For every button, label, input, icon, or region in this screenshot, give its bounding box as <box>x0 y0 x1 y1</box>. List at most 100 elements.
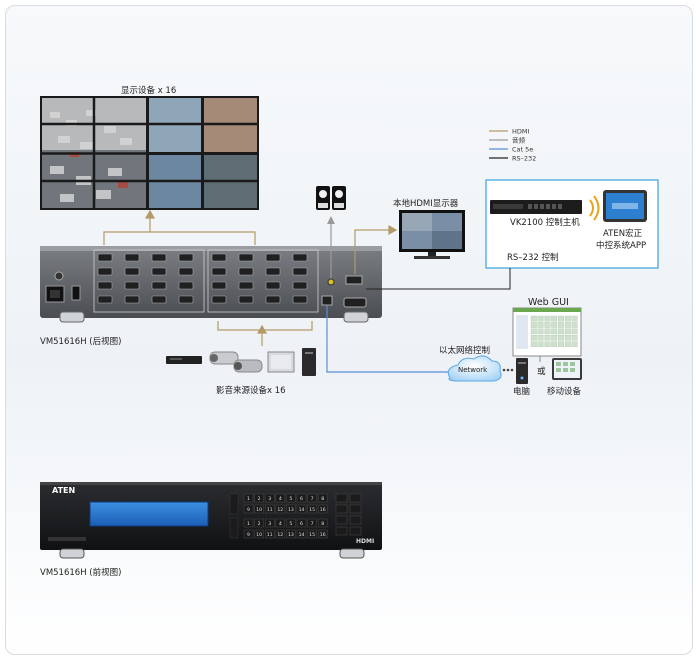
front-key[interactable] <box>275 529 286 539</box>
front-key-label: 6 <box>300 496 303 502</box>
ethernet-control-label: 以太网络控制 <box>439 346 491 356</box>
front-key[interactable] <box>243 493 254 503</box>
front-key[interactable] <box>275 518 286 528</box>
controller-box <box>485 179 659 269</box>
front-key[interactable] <box>296 529 307 539</box>
network-label: Network <box>458 366 488 374</box>
front-key-label: 11 <box>267 507 273 513</box>
or-label: 或 <box>537 367 546 377</box>
front-key-label: 1 <box>247 521 250 527</box>
legend-label: Cat 5e <box>512 146 533 154</box>
front-key-label: 8 <box>321 496 324 502</box>
video-wall <box>40 96 259 210</box>
computer-label: 电脑 <box>513 387 531 397</box>
audio-cable <box>327 216 335 278</box>
front-key-label: 2 <box>258 521 261 527</box>
front-key-label: 2 <box>258 496 261 502</box>
front-key-label: 5 <box>289 521 292 527</box>
front-key-label: 7 <box>311 521 314 527</box>
front-key-label: 12 <box>277 507 283 513</box>
mobile-device-icon <box>552 358 582 380</box>
front-key[interactable] <box>307 493 317 503</box>
front-key[interactable] <box>286 504 296 514</box>
front-key[interactable] <box>254 493 264 503</box>
front-key-label: 1 <box>247 496 250 502</box>
front-key-label: 15 <box>309 532 315 538</box>
front-key[interactable] <box>317 529 328 539</box>
app-label-line1: ATEN宏正 <box>603 229 643 239</box>
front-key-label: 14 <box>299 507 305 513</box>
front-key[interactable] <box>296 493 307 503</box>
front-key[interactable] <box>243 504 254 514</box>
front-key-label: 9 <box>247 507 250 513</box>
cat5e-cable <box>326 306 454 373</box>
front-key[interactable] <box>307 518 317 528</box>
front-key-label: 11 <box>267 532 273 538</box>
legend-label: HDMI <box>512 128 530 136</box>
front-key-label: 15 <box>309 507 315 513</box>
hdmi-cables <box>103 209 398 346</box>
front-key-label: 7 <box>311 496 314 502</box>
front-key-label: 16 <box>320 507 326 513</box>
front-key[interactable] <box>264 529 275 539</box>
brand-logo: ATEN <box>52 486 76 495</box>
front-key-label: 10 <box>256 532 262 538</box>
front-key[interactable] <box>307 504 317 514</box>
rear-view-label: VM51616H (后视图) <box>40 337 122 347</box>
front-key-label: 3 <box>268 496 271 502</box>
front-key[interactable] <box>254 518 264 528</box>
rs232-cable <box>366 268 511 290</box>
front-key[interactable] <box>317 493 328 503</box>
front-key[interactable] <box>286 529 296 539</box>
front-key-label: 13 <box>288 507 294 513</box>
front-key-label: 6 <box>300 521 303 527</box>
front-key[interactable] <box>243 529 254 539</box>
front-key-label: 16 <box>320 532 326 538</box>
speakers-icon <box>316 186 346 210</box>
rs232-control-label: RS–232 控制 <box>507 253 559 263</box>
front-key[interactable] <box>275 504 286 514</box>
front-key-label: 4 <box>279 521 282 527</box>
source-devices <box>166 348 316 376</box>
front-key[interactable] <box>264 493 275 503</box>
front-key[interactable] <box>243 518 254 528</box>
front-key-label: 13 <box>288 532 294 538</box>
front-key-label: 4 <box>279 496 282 502</box>
front-key[interactable] <box>264 504 275 514</box>
sources-label: 影音来源设备x 16 <box>216 386 286 396</box>
front-key[interactable] <box>296 504 307 514</box>
front-key[interactable] <box>254 529 264 539</box>
network-cloud-icon <box>447 355 502 382</box>
network-dots <box>502 368 514 372</box>
front-key-label: 5 <box>289 496 292 502</box>
front-view-label: VM51616H (前视图) <box>40 568 122 578</box>
hdmi-logo: HDMI <box>356 538 375 545</box>
web-gui-window <box>512 307 582 362</box>
local-monitor-icon <box>399 210 465 259</box>
front-key[interactable] <box>264 518 275 528</box>
front-key[interactable] <box>286 518 296 528</box>
web-gui-label: Web GUI <box>528 297 569 308</box>
front-key-label: 12 <box>277 532 283 538</box>
front-key-label: 8 <box>321 521 324 527</box>
mobile-label: 移动设备 <box>547 387 582 397</box>
app-label-line2: 中控系统APP <box>596 241 647 251</box>
front-key[interactable] <box>296 518 307 528</box>
front-key-label: 3 <box>268 521 271 527</box>
front-key-label: 14 <box>299 532 305 538</box>
front-key[interactable] <box>317 504 328 514</box>
matrix-front-panel <box>40 482 382 559</box>
front-key[interactable] <box>286 493 296 503</box>
local-display-label: 本地HDMI显示器 <box>393 199 459 209</box>
controller-label: VK2100 控制主机 <box>510 218 580 228</box>
front-key-label: 10 <box>256 507 262 513</box>
matrix-rear-panel <box>40 246 382 323</box>
front-key[interactable] <box>275 493 286 503</box>
front-key[interactable] <box>307 529 317 539</box>
legend-label: 音频 <box>512 136 526 145</box>
front-key[interactable] <box>254 504 264 514</box>
front-key[interactable] <box>317 518 328 528</box>
